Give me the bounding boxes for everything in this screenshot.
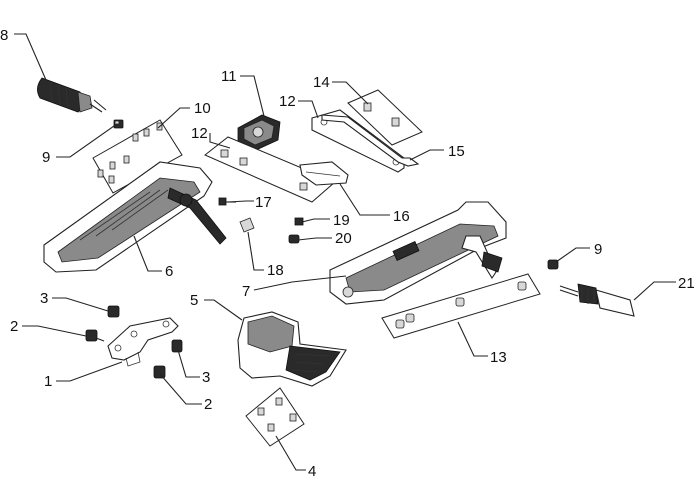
part-12-lever-plate (311, 109, 405, 173)
part-2-screw-upper (85, 329, 105, 342)
callout-3-upper: 3 (40, 290, 48, 307)
part-1-bracket (107, 317, 179, 367)
callout-17: 17 (255, 194, 272, 211)
part-6-left-rail (43, 161, 227, 273)
part-21-handle-grip (559, 283, 635, 317)
part-13-nut-panel (381, 273, 541, 339)
callout-8: 8 (0, 27, 8, 44)
callout-2-lower: 2 (204, 396, 212, 413)
callout-1: 1 (44, 373, 52, 390)
part-5-housing-cover (237, 311, 347, 387)
callout-12-upper: 12 (279, 93, 296, 110)
callout-3-lower: 3 (202, 369, 210, 386)
callout-12-lower: 12 (191, 125, 208, 142)
callout-18: 18 (267, 262, 284, 279)
callout-9-lower: 9 (594, 241, 602, 258)
callout-14: 14 (313, 74, 330, 91)
callout-21: 21 (678, 275, 695, 292)
part-11-pivot-cover (237, 114, 281, 151)
callout-15: 15 (448, 143, 465, 160)
callout-6: 6 (165, 263, 173, 280)
part-3-nut-lower (171, 339, 183, 353)
part-7-right-rail (329, 201, 507, 305)
part-9-nut-lower (547, 259, 559, 270)
part-20-washer (288, 234, 300, 244)
part-10-screw-set (92, 119, 183, 194)
callout-labels: 8 11 12 14 10 9 12 15 17 16 19 20 6 18 9… (0, 27, 695, 480)
part-15-rod (321, 114, 420, 167)
part-8-handle-grip (37, 77, 107, 113)
callout-9-upper: 9 (42, 149, 50, 166)
part-3-nut-upper (107, 305, 120, 318)
callout-10: 10 (194, 100, 211, 117)
callout-13: 13 (490, 349, 507, 366)
callout-5: 5 (190, 292, 198, 309)
leader-lines (14, 33, 676, 471)
part-16-pad (299, 161, 349, 186)
callout-16: 16 (393, 208, 410, 225)
callout-20: 20 (335, 230, 352, 247)
part-18-clip (239, 217, 255, 233)
part-4-screw-set (245, 387, 305, 447)
part-2-screw-lower (153, 365, 166, 379)
callout-19: 19 (333, 212, 350, 229)
callout-4: 4 (308, 463, 316, 480)
callout-2-upper: 2 (10, 318, 18, 335)
callout-7: 7 (242, 283, 250, 300)
callout-11: 11 (221, 68, 237, 85)
part-19-screw (294, 217, 304, 226)
part-9-nut-upper (113, 119, 124, 129)
part-14-bolt-set (347, 89, 423, 146)
